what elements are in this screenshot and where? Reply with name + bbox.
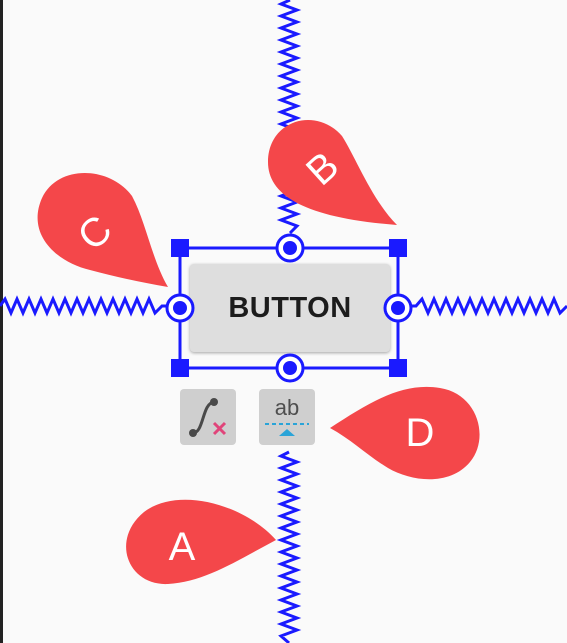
anchor-top[interactable] — [275, 233, 305, 263]
canvas-left-edge — [0, 0, 3, 643]
callout-marker-d: D — [330, 386, 480, 480]
clear-constraints-button[interactable] — [180, 389, 236, 445]
button-widget[interactable]: BUTTON — [190, 264, 390, 352]
anchor-right[interactable] — [383, 293, 413, 323]
callout-label-d: D — [406, 411, 435, 455]
resize-handle-top-left[interactable] — [171, 239, 189, 257]
baseline-constraint-icon — [265, 423, 309, 436]
baseline-constraint-button[interactable]: ab — [259, 389, 315, 445]
resize-handle-bottom-left[interactable] — [171, 359, 189, 377]
callout-label-a: A — [169, 525, 196, 569]
bottom-constraint-spring[interactable] — [276, 450, 302, 643]
resize-handle-bottom-right[interactable] — [389, 359, 407, 377]
anchor-bottom[interactable] — [275, 353, 305, 383]
right-constraint-spring[interactable] — [410, 295, 567, 317]
anchor-left[interactable] — [165, 293, 195, 323]
resize-handle-top-right[interactable] — [389, 239, 407, 257]
left-constraint-spring[interactable] — [0, 295, 169, 317]
baseline-label: ab — [274, 395, 300, 420]
button-widget-label: BUTTON — [228, 291, 352, 324]
callout-marker-a: A — [126, 499, 276, 585]
callout-marker-b: B — [268, 119, 397, 225]
clear-constraints-icon — [189, 398, 227, 437]
callout-marker-c: C — [37, 173, 168, 287]
